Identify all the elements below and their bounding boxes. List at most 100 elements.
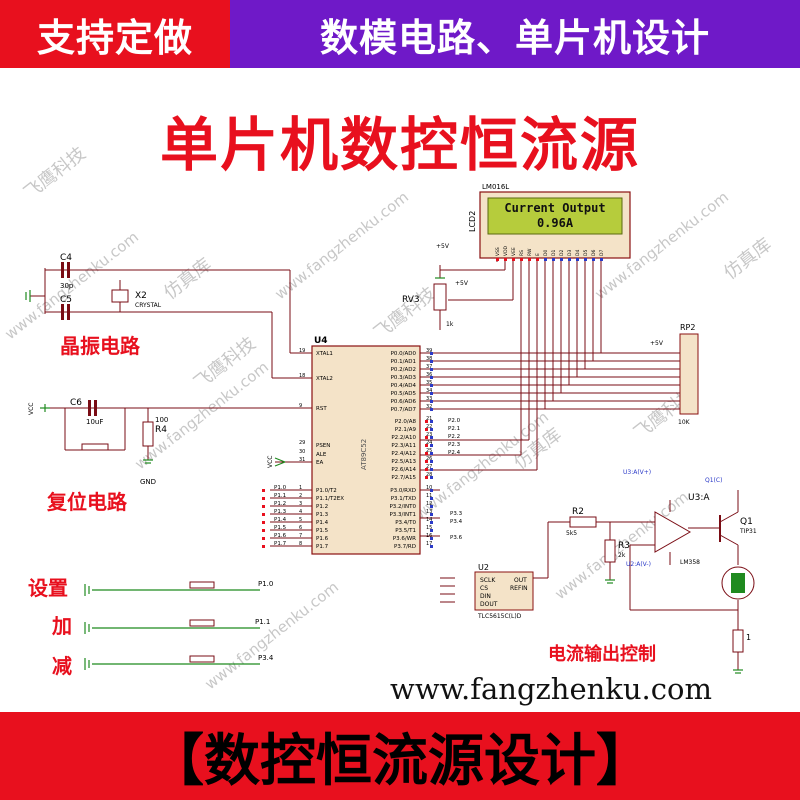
r2-value: 5k5 [566, 530, 577, 537]
mcu-left-pin-num: 30 [299, 449, 305, 455]
rp2-label: RP2 [680, 323, 695, 332]
r3-value: 2k [618, 552, 626, 559]
mcu-left-pin-num: 6 [299, 525, 302, 531]
x2-value: CRYSTAL [135, 302, 162, 309]
u2-pin-sclk: SCLK [480, 577, 496, 584]
pin-state-marker [430, 352, 433, 355]
pin-state-marker [430, 460, 433, 463]
mcu-left-pin-label: P1.0/T2 [316, 488, 337, 494]
mcu-right-pin-num: 36 [426, 372, 432, 378]
pin-state-marker [536, 258, 539, 261]
mcu-right-pin-num: 39 [426, 348, 432, 354]
mcu-right-pin-label: P3.2/INT0 [389, 504, 416, 510]
mcu-right-pin-label: P2.4/A12 [391, 451, 416, 457]
mcu-left-pin-label: XTAL2 [316, 376, 333, 382]
u3-label: U3:A [688, 493, 710, 503]
output-stage: R2 5k5 R3 2k U3:A LM358 Q1 TIP31 1 U3:A(… [566, 469, 757, 653]
ground-and-switch-wires [25, 277, 743, 674]
footer-text: 【数控恒流源设计】 [148, 728, 652, 794]
mcu-left-pin-label: PSEN [316, 443, 330, 449]
rp2-body [679, 333, 699, 415]
output-section-label: 电流输出控制 [548, 644, 656, 665]
pin-state-marker [430, 529, 433, 532]
lcd-pin-label: VEE [511, 247, 517, 256]
vcc-label: VCC [28, 403, 35, 415]
rp2-value: 10K [678, 419, 691, 426]
p2-net-label: P2.3 [448, 442, 461, 448]
capacitor-c6-plate [94, 400, 97, 416]
mcu-right-pin-num: 12 [426, 501, 432, 507]
mcu-right-pin-label: P3.3/INT1 [389, 512, 416, 518]
rp2-resistor-pack: RP2 10K +5V [650, 323, 699, 426]
mcu-left-pin-num: 18 [299, 373, 305, 379]
mcu-left-pin-num: 3 [299, 501, 302, 507]
u2-pin-din: DIN [480, 593, 491, 600]
p1-labels: P1.0P1.1P1.2P1.3P1.4P1.5P1.6P1.7 [262, 485, 287, 548]
banner-right: 数模电路、单片机设计 [230, 0, 800, 68]
mcu-right-pin-num: 38 [426, 356, 432, 362]
r4-value: 100 [155, 416, 168, 424]
banner-left-text: 支持定做 [36, 15, 193, 60]
pin-state-marker [262, 497, 265, 500]
mcu-right-pin-label: P2.6/A14 [391, 467, 416, 473]
mcu-body [311, 345, 421, 555]
probe-q1: Q1(C) [705, 477, 722, 484]
pin-state-marker [430, 360, 433, 363]
q1-label: Q1 [740, 517, 753, 527]
x2-label: X2 [135, 291, 147, 301]
mcu-right-pin-num: 11 [426, 493, 432, 499]
mcu-u4: U4 AT89C52 XTAL119XTAL218RST9PSEN29ALE30… [262, 336, 463, 555]
p2-net-label: P2.4 [448, 450, 461, 456]
pin-state-marker [430, 376, 433, 379]
mcu-right-pin-num: 16 [426, 533, 432, 539]
mcu-left-pin-label: P1.2 [316, 504, 328, 510]
r3-label: R3 [618, 541, 630, 551]
pin-state-marker [430, 505, 433, 508]
lcd-pin-label: VDD [503, 245, 509, 256]
p34-label: P3.4 [258, 654, 274, 662]
lcd-pin-label: D4 [575, 250, 581, 256]
pin-state-marker [430, 384, 433, 387]
p10-label: P1.0 [258, 580, 273, 588]
resistor-r4 [142, 421, 154, 447]
pin-state-marker [425, 436, 428, 439]
crystal-section: C4 30p C5 X2 CRYSTAL [60, 253, 162, 320]
rv3-value: 1k [446, 321, 454, 328]
lcd-line2: 0.96A [537, 216, 574, 230]
pin-state-marker [584, 258, 587, 261]
mcu-left-pin-num: 7 [299, 533, 302, 539]
mcu-right-pin-label: P3.1/TXD [391, 496, 416, 502]
mcu-right-pin-label: P0.6/AD6 [391, 399, 417, 405]
mcu-left-pin-label: EA [316, 460, 323, 466]
opamp-u3a [654, 511, 692, 553]
plus5v-label-2: +5V [455, 280, 469, 287]
mcu-ref: U4 [314, 336, 328, 346]
lcd-pin-label: RS [519, 250, 525, 256]
mcu-left-pin-label: P1.5 [316, 528, 329, 534]
lcd-screen [487, 197, 623, 235]
reset-section-label: 复位电路 [47, 490, 127, 514]
mcu-left-pin-label: P1.7 [316, 544, 329, 550]
dac-body [474, 571, 534, 611]
p1-net-label: P1.7 [274, 541, 287, 547]
pin-state-marker [262, 513, 265, 516]
banner-right-text: 数模电路、单片机设计 [319, 15, 710, 60]
mcu-left-pin-num: 5 [299, 517, 302, 523]
mcu-left-pin-num: 2 [299, 493, 302, 499]
mcu-right-pin-num: 35 [426, 380, 432, 386]
plus5v-label-3: +5V [650, 340, 664, 347]
pin-state-marker [512, 258, 515, 261]
pin-state-marker [430, 368, 433, 371]
watermark-text: www.fangzhenku.com [271, 188, 412, 303]
pin-state-marker [528, 258, 531, 261]
pin-state-marker [504, 258, 507, 261]
banner-left: 支持定做 [0, 0, 230, 68]
pot-rv3-body [433, 283, 447, 311]
mcu-right-pin-num: 25 [426, 448, 432, 454]
mcu-left-pin-num: 9 [299, 403, 302, 409]
pin-state-marker [262, 489, 265, 492]
pin-state-marker [425, 452, 428, 455]
mcu-right-pin-label: P0.7/AD7 [391, 407, 417, 413]
capacitor-c6-plate [88, 400, 91, 416]
